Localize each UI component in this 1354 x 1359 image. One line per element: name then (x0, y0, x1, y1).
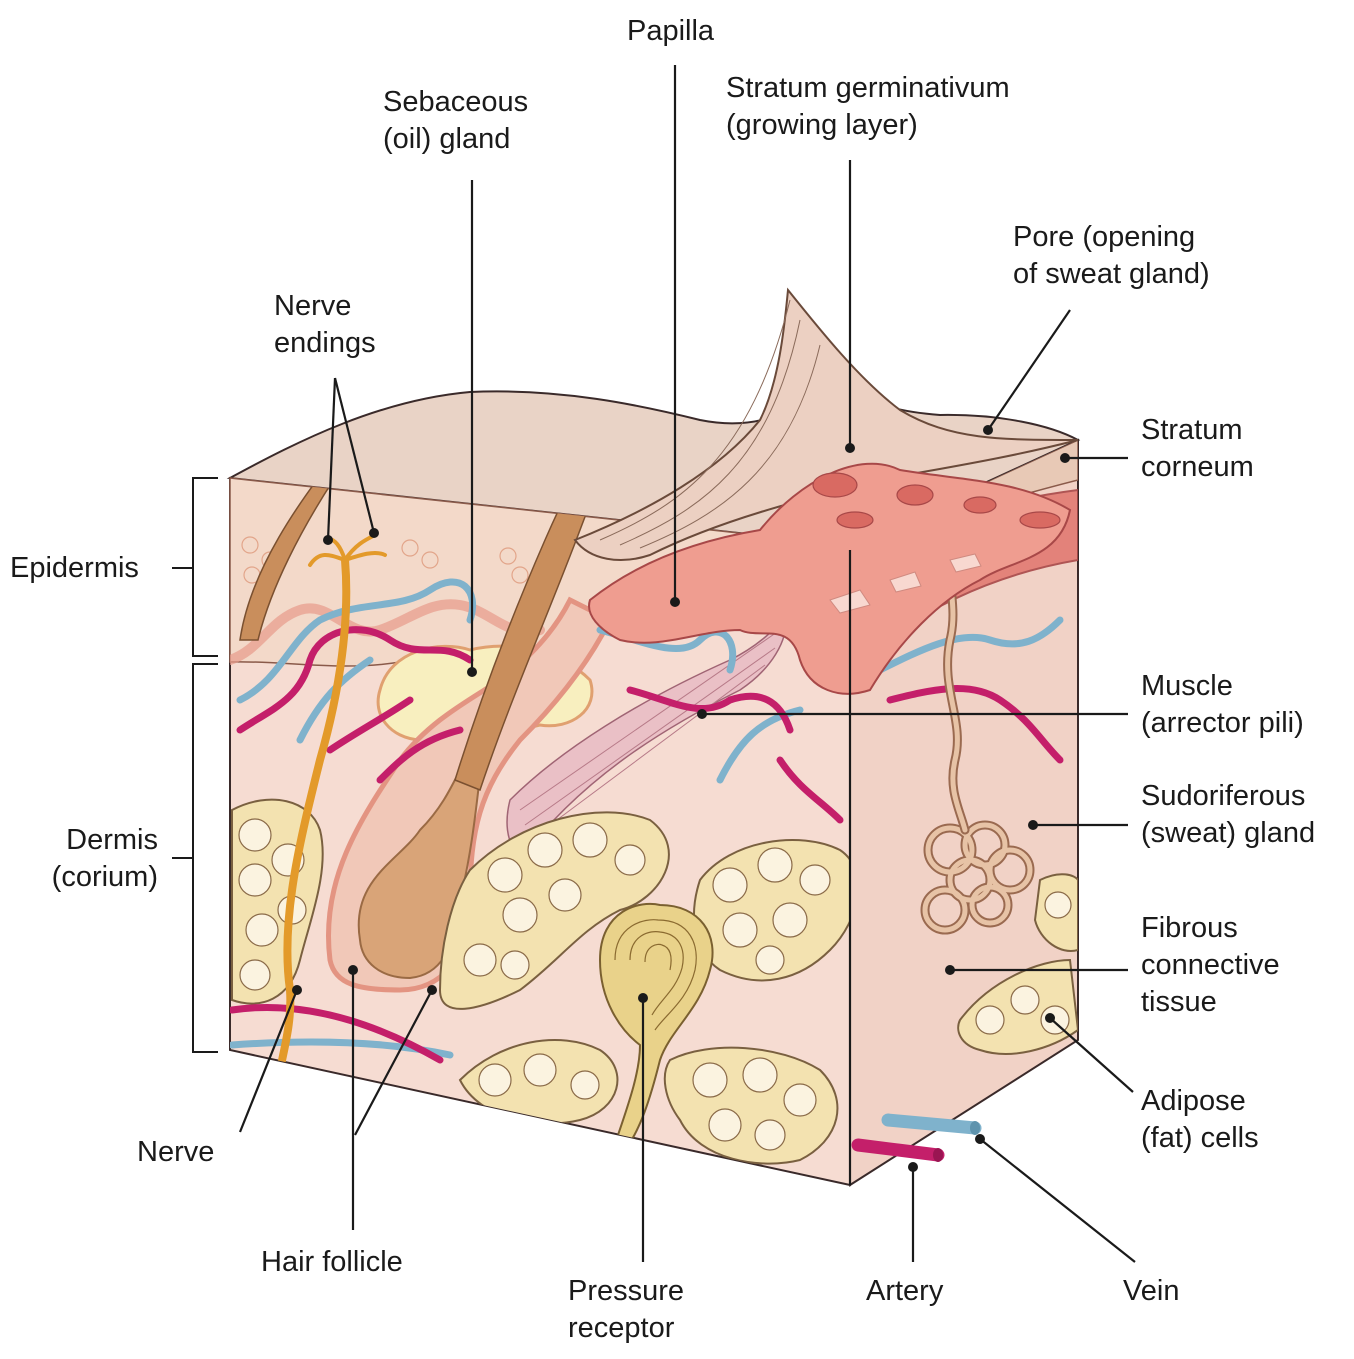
label-muscle: Muscle(arrector pili) (1141, 670, 1304, 739)
leader-lines (238, 65, 1136, 1263)
label-stratum-germinativum: Stratum germinativum(growing layer) (726, 72, 1010, 141)
vessel-stubs (851, 1113, 982, 1162)
label-artery: Artery (866, 1275, 944, 1307)
dermal-papillae-border (230, 599, 545, 665)
sweat-gland-inner (922, 822, 1033, 933)
leader-dots (292, 425, 1070, 1172)
label-sudoriferous-gland: Sudoriferous(sweat) gland (1141, 780, 1316, 849)
label-epidermis: Epidermis (10, 552, 139, 584)
label-hair-follicle: Hair follicle (261, 1246, 403, 1278)
label-papilla: Papilla (627, 15, 715, 47)
dermis-bracket (192, 663, 218, 1053)
label-sebaceous-gland: Sebaceous(oil) gland (383, 86, 529, 155)
label-dermis: Dermis(corium) (51, 824, 158, 893)
artery-stub (851, 1138, 945, 1162)
papilla-blobs (812, 472, 1061, 529)
label-vein: Vein (1123, 1275, 1180, 1307)
blood-vessels-side (876, 616, 1064, 764)
papilla-highlights (829, 553, 982, 614)
layer-brackets (172, 477, 218, 1053)
epidermis-bracket (192, 477, 218, 657)
hair-shaft-2 (454, 478, 661, 791)
vein-stub (881, 1113, 982, 1135)
stratum-corneum-flap (573, 287, 1079, 561)
vein-vessels (230, 578, 804, 1059)
pressure-receptor (598, 902, 714, 1152)
label-adipose-cells: Adipose(fat) cells (1141, 1085, 1259, 1154)
fat-cell-outlines (238, 818, 831, 1151)
front-face-details (230, 478, 850, 1165)
label-nerve: Nerve (137, 1136, 215, 1168)
nerve-fiber (276, 556, 351, 1074)
hair-shaft-1 (239, 478, 413, 641)
papilla-region (588, 462, 1072, 695)
muscle-fibers (519, 629, 781, 841)
side-fat-cells (975, 891, 1072, 1035)
corneum-flap-layers (599, 299, 821, 549)
